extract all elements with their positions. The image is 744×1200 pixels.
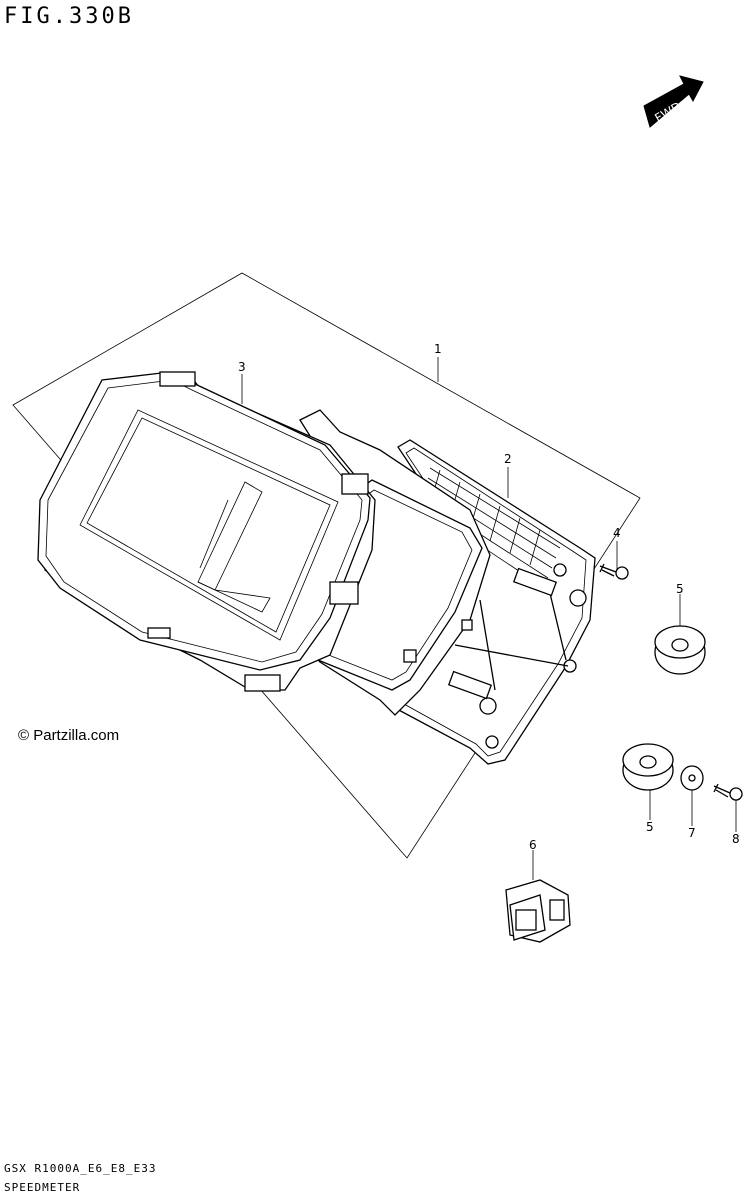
grommet-5-upper <box>654 625 706 675</box>
assembly-boundary <box>12 272 641 859</box>
callout-4: 4 <box>613 526 621 540</box>
callout-8: 8 <box>732 832 740 846</box>
callout-5-lower: 5 <box>646 820 654 834</box>
section-name: SPEEDMETER <box>4 1181 81 1194</box>
connector-6 <box>505 879 571 943</box>
leader-lines <box>241 357 737 880</box>
callout-1: 1 <box>434 342 442 356</box>
front-cover <box>37 371 376 692</box>
figure-title: FIG.330B <box>4 4 134 29</box>
grommet-5-lower <box>622 743 674 791</box>
callout-3: 3 <box>238 360 246 374</box>
screw-4 <box>599 563 629 580</box>
model-code: GSX R1000A_E6_E8_E33 <box>4 1162 157 1175</box>
callout-2: 2 <box>504 452 512 466</box>
callout-5-upper: 5 <box>676 582 684 596</box>
fwd-arrow-icon: FWD <box>643 75 704 128</box>
washer-7 <box>680 765 704 791</box>
callout-7: 7 <box>688 826 696 840</box>
watermark: © Partzilla.com <box>18 727 120 744</box>
screw-8 <box>713 783 743 801</box>
callout-6: 6 <box>529 838 537 852</box>
